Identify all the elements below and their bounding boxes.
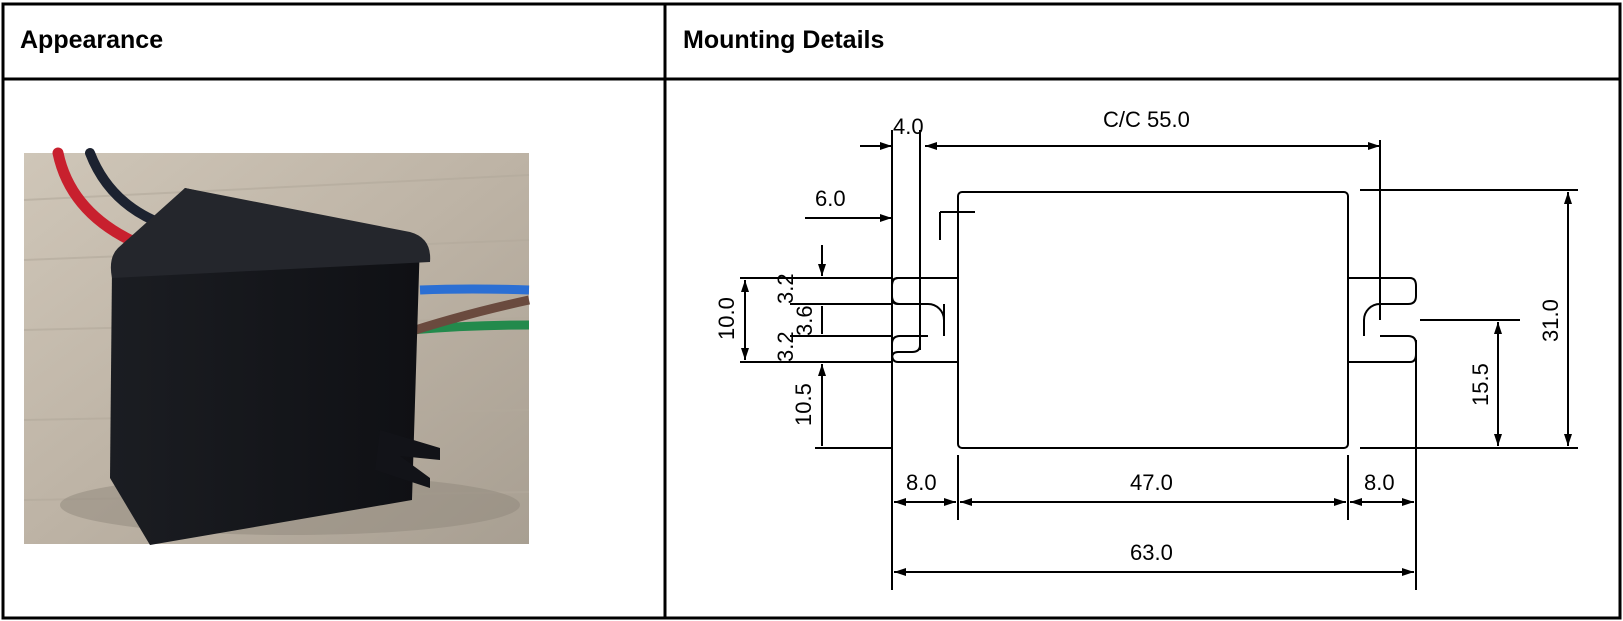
- dim-3-2-bottom: 3.2: [773, 331, 798, 362]
- dim-10-5: 10.5: [791, 383, 816, 426]
- dim-31: 31.0: [1538, 299, 1563, 342]
- dim-8-right: 8.0: [1364, 470, 1395, 495]
- dimension-labels: C/C 55.0 4.0 6.0 10.0 3.2 3.6 3.2 10.5 3…: [714, 107, 1563, 565]
- dim-3-6: 3.6: [792, 305, 817, 336]
- dim-15-5: 15.5: [1468, 363, 1493, 406]
- dim-47: 47.0: [1130, 470, 1173, 495]
- dim-63: 63.0: [1130, 540, 1173, 565]
- header-appearance: Appearance: [20, 26, 164, 54]
- dim-6: 6.0: [815, 186, 846, 211]
- dim-4: 4.0: [893, 114, 924, 139]
- dim-8-left: 8.0: [906, 470, 937, 495]
- dimension-arrows: [741, 142, 1572, 576]
- dim-cc: C/C 55.0: [1103, 107, 1190, 132]
- product-photo: [23, 147, 530, 545]
- dim-10: 10.0: [714, 297, 739, 340]
- dim-3-2-top: 3.2: [773, 273, 798, 304]
- header-mounting-details: Mounting Details: [683, 26, 885, 54]
- mounting-drawing: [740, 130, 1578, 590]
